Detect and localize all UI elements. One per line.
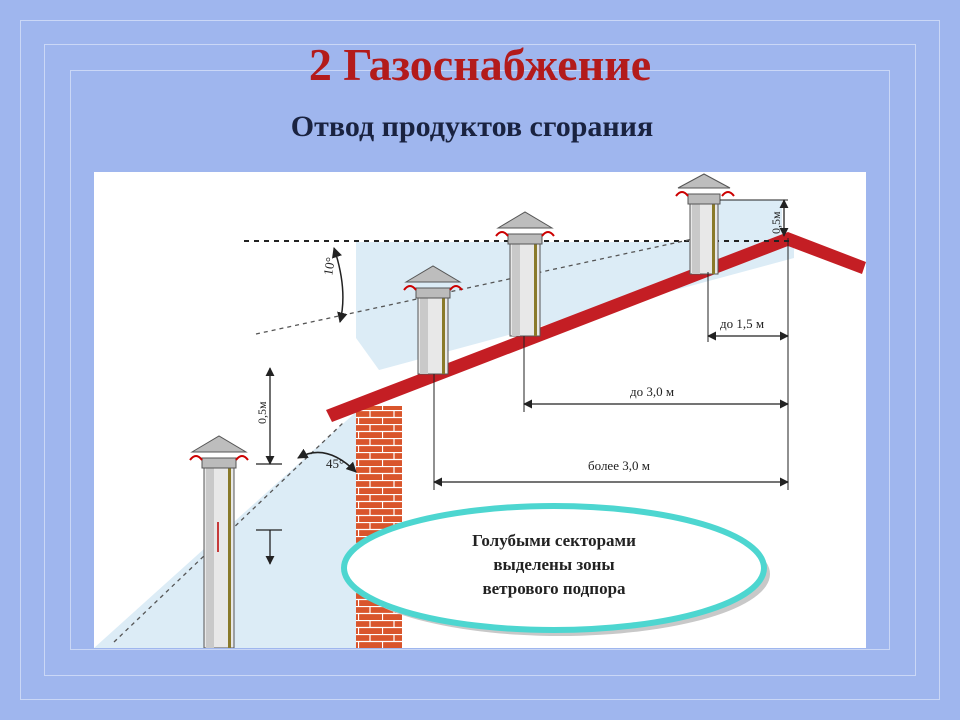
frame-border-middle — [44, 44, 916, 676]
slide-subtitle: Отвод продуктов сгорания — [290, 110, 654, 143]
note-line-2: выделены зоны — [493, 555, 614, 574]
angle-arc-bottom — [297, 448, 357, 473]
frame-border-inner — [70, 70, 890, 650]
dim-label-left-half-m: 0,5м — [255, 401, 269, 424]
note-line-3: ветрового подпора — [482, 579, 626, 598]
dim-label-upto-1-5: до 1,5 м — [720, 316, 764, 331]
dim-label-more-3-0: более 3,0 м — [588, 458, 650, 473]
angle-arc-top — [332, 247, 348, 324]
note-line-1: Голубыми секторами — [472, 531, 636, 550]
chimney-pipe-1 — [189, 435, 249, 649]
chimney-pipe-4 — [675, 173, 735, 275]
slide-title: 2 Газоснабжение — [308, 39, 652, 90]
chimney-pipe-2 — [403, 265, 463, 375]
dim-label-right-half-m: 0,5м — [769, 211, 783, 234]
ten-degree-line — [255, 233, 717, 335]
roof — [326, 232, 866, 422]
chimney-pipe-3 — [495, 211, 555, 337]
chimney-diagram: 10° 45° 0,5м — [94, 172, 866, 649]
angle-label-top: 10° — [320, 256, 338, 277]
angle-label-bottom: 45° — [326, 456, 344, 471]
dim-label-upto-3-0: до 3,0 м — [630, 384, 674, 399]
note-ellipse — [341, 503, 767, 633]
frame-border-outer — [20, 20, 940, 700]
diagram-svg: 10° 45° 0,5м — [94, 173, 866, 649]
